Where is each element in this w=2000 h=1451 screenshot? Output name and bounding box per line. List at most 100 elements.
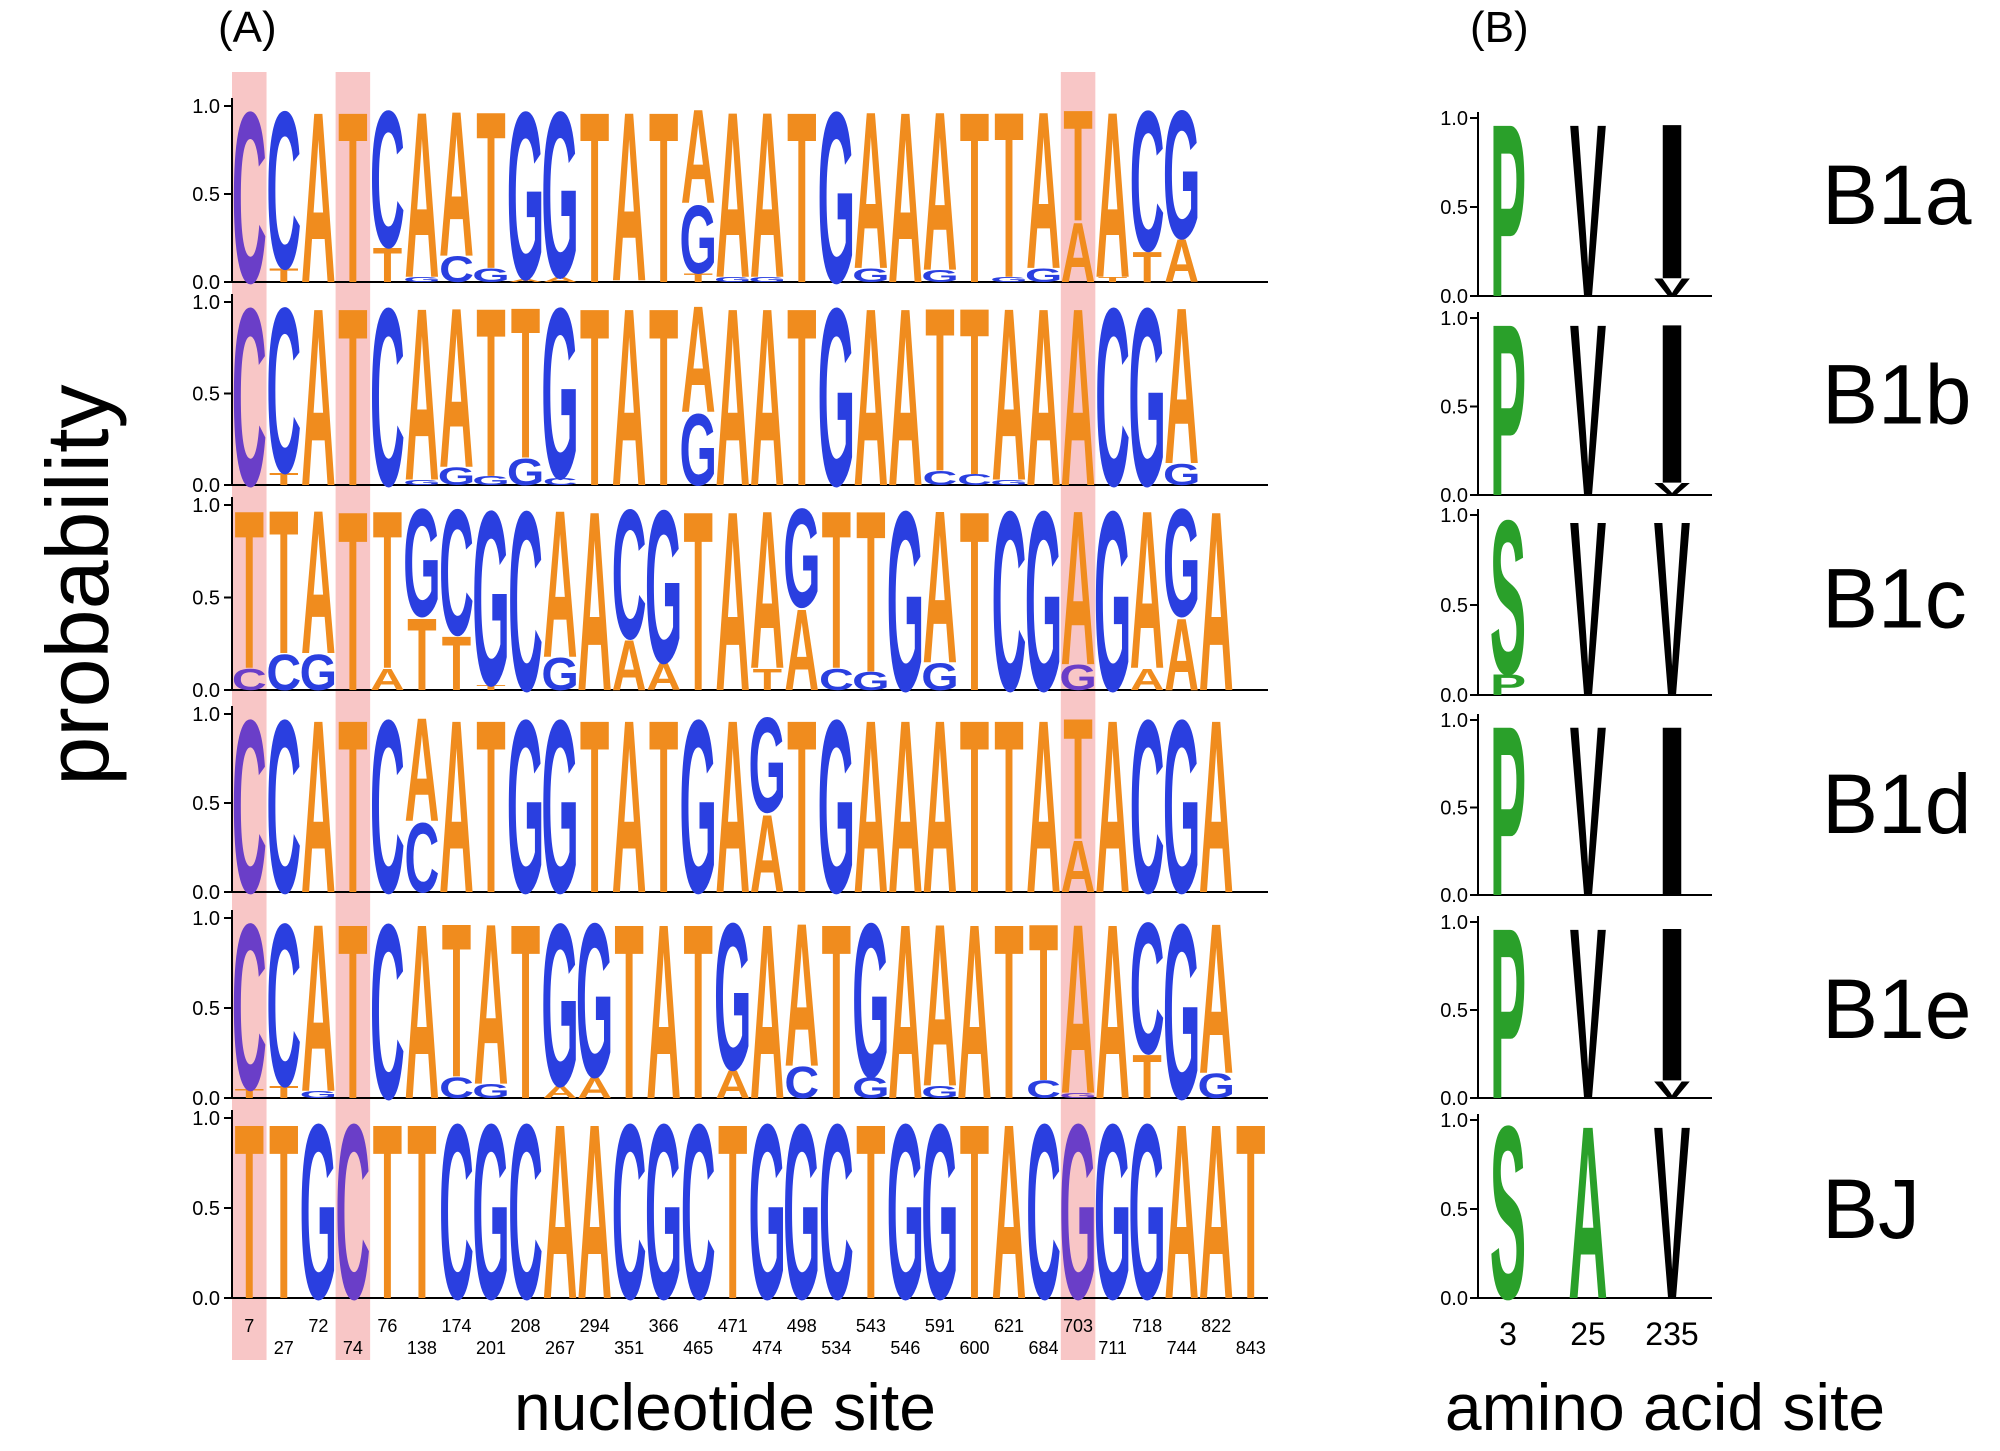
y-tick-label: 1.0: [1440, 108, 1468, 130]
logo-letter-G: G: [300, 1089, 337, 1100]
y-tick-label: 1.0: [1440, 308, 1468, 330]
site-label-366: 366: [649, 1316, 679, 1336]
logo-letter-C: C: [405, 804, 440, 913]
highlight-layer: [232, 72, 1096, 1360]
site-label-498: 498: [787, 1316, 817, 1336]
y-tick-label: 0.5: [192, 793, 220, 815]
logo-letter-G: G: [990, 478, 1027, 486]
y-tick-label: 0.5: [1440, 197, 1468, 219]
logo-letter-G: G: [507, 62, 544, 330]
logo-letter-G: G: [472, 1080, 509, 1102]
logo-letter-A: A: [1164, 263, 1199, 512]
logo-letter-G: G: [300, 644, 337, 702]
logo-letter-C: C: [681, 1073, 716, 1352]
logo-letter-C: C: [1130, 69, 1165, 293]
logo-letter-T: T: [649, 669, 678, 945]
logo-letter-G: G: [1197, 1066, 1234, 1105]
logo-letter-C: C: [439, 1072, 474, 1105]
aa-site-label-25: 25: [1570, 1316, 1606, 1352]
logo-letter-G: G: [679, 186, 716, 295]
logo-letter-T: T: [787, 669, 816, 945]
logo-letter-C: C: [335, 1073, 370, 1352]
logo-letter-G: G: [1025, 459, 1062, 745]
logo-letter-G: G: [1094, 459, 1131, 745]
site-label-684: 684: [1029, 1338, 1059, 1358]
logo-letter-A: A: [370, 662, 405, 697]
logo-letter-T: T: [649, 254, 678, 539]
logo-letter-T: T: [442, 620, 471, 706]
y-tick-label: 0.0: [192, 1288, 220, 1310]
logo-letter-G: G: [714, 276, 751, 284]
logo-letter-G: G: [438, 463, 475, 491]
logo-letter-T: T: [649, 63, 678, 335]
logo-letter-C: C: [266, 644, 301, 702]
site-label-72: 72: [308, 1316, 328, 1336]
logo-letter-A: A: [646, 656, 681, 698]
logo-letter-A: A: [923, 669, 958, 945]
y-axis-label: probability: [28, 384, 127, 785]
site-label-591: 591: [925, 1316, 955, 1336]
logo-letter-G: G: [887, 1073, 924, 1352]
logo-letter-A: A: [405, 873, 440, 1152]
logo-letter-C: C: [612, 471, 647, 678]
logo-letter-A: A: [1164, 598, 1199, 713]
logo-letter-A: A: [1061, 254, 1096, 539]
y-tick-label: 1.0: [192, 908, 220, 930]
logo-letter-T: T: [476, 683, 505, 691]
logo-letter-T: T: [1132, 1042, 1161, 1111]
site-label-138: 138: [407, 1338, 437, 1358]
logo-letter-A: A: [612, 61, 647, 331]
logo-letter-A: A: [543, 1073, 578, 1352]
highlight-band-74: [335, 72, 371, 1360]
aa-letter-P: P: [1490, 877, 1526, 1150]
logo-letter-A: A: [750, 254, 785, 539]
site-label-474: 474: [752, 1338, 782, 1358]
panel-a-label: (A): [218, 3, 277, 52]
logo-letter-G: G: [1163, 478, 1200, 649]
logo-letter-A: A: [508, 278, 543, 283]
logo-letter-T: T: [1236, 1073, 1265, 1352]
logo-letter-A: A: [888, 63, 923, 335]
logo-letter-G: G: [921, 1073, 958, 1352]
site-label-76: 76: [377, 1316, 397, 1336]
y-tick-label: 0.0: [192, 272, 220, 294]
logo-letter-C: C: [1026, 1076, 1061, 1104]
aa-letter-V: V: [1654, 470, 1690, 749]
logo-letter-T: T: [960, 459, 989, 745]
aa-letter-V: V: [1654, 1074, 1690, 1350]
logo-letter-T: T: [960, 258, 989, 526]
y-tick-label: 0.5: [1440, 798, 1468, 820]
logo-letter-C: C: [957, 471, 992, 488]
logo-letter-G: G: [852, 877, 889, 1123]
logo-letter-A: A: [612, 669, 647, 945]
logo-letter-T: T: [407, 598, 436, 713]
logo-letter-A: A: [715, 1063, 750, 1107]
logo-letter-G: G: [1163, 669, 1200, 945]
y-tick-label: 0.0: [1440, 485, 1468, 507]
aa-letter-A: A: [1568, 1074, 1607, 1350]
logo-letter-A: A: [1026, 669, 1061, 945]
logo-letter-A: A: [1061, 826, 1096, 909]
logo-letter-G: G: [645, 1073, 682, 1352]
logo-letter-A: A: [439, 260, 474, 516]
logo-letter-T: T: [683, 873, 712, 1152]
logo-letter-T: T: [269, 467, 298, 697]
logo-letter-G: G: [1163, 873, 1200, 1152]
logo-letter-T: T: [511, 263, 540, 505]
y-tick-label: 0.0: [1440, 1088, 1468, 1110]
y-tick-label: 0.5: [1440, 1199, 1468, 1221]
logo-letter-C: C: [266, 66, 301, 316]
logo-letter-C: C: [439, 472, 474, 673]
site-label-267: 267: [545, 1338, 575, 1358]
logo-letter-C: C: [819, 1073, 854, 1352]
y-tick-label: 1.0: [192, 1108, 220, 1130]
y-tick-label: 0.0: [1440, 685, 1468, 707]
logo-letter-A: A: [405, 256, 440, 532]
logo-letter-A: A: [784, 880, 819, 1110]
aa-site-label-235: 235: [1645, 1316, 1698, 1352]
